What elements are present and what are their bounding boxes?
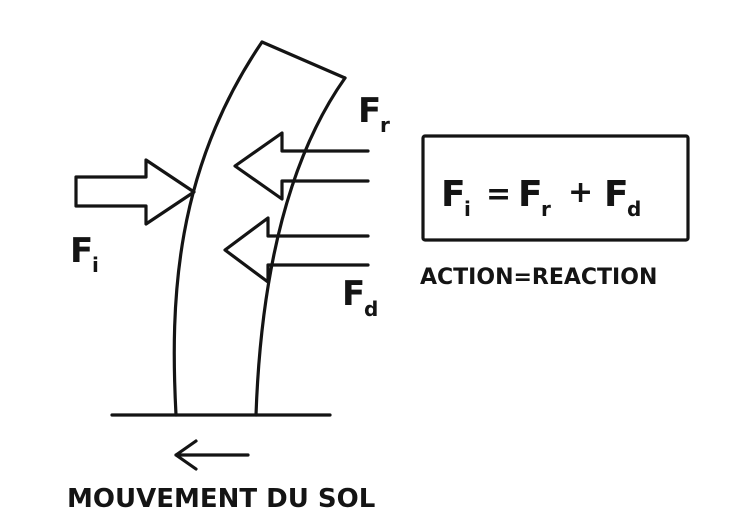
reaction-force-arrow — [233, 131, 370, 201]
damping-force-label: F — [342, 274, 365, 314]
damping-force-arrow — [223, 216, 370, 284]
action-reaction-caption: ACTION=REACTION — [420, 265, 657, 290]
damping-force-subscript: d — [364, 297, 378, 321]
incident-force-subscript: i — [92, 253, 99, 277]
structure-right-edge — [254, 76, 347, 417]
equation-term1-subscript: r — [541, 197, 551, 221]
reaction-force-subscript: r — [380, 113, 390, 137]
equation-equals: = — [486, 177, 511, 212]
ground-motion-caption: MOUVEMENT DU SOL — [67, 484, 375, 514]
equation-term1: F — [518, 174, 543, 215]
reaction-force-label: F — [358, 91, 381, 131]
equation-box — [421, 134, 690, 242]
equation-plus: + — [568, 175, 593, 210]
structure-top-edge — [260, 40, 347, 80]
ground-motion-arrow — [174, 439, 250, 471]
equation-lhs-subscript: i — [464, 197, 471, 221]
equation-term2-subscript: d — [627, 197, 641, 221]
equation-term2: F — [604, 174, 629, 215]
incident-force-arrow — [74, 158, 196, 226]
equation-lhs: F — [441, 174, 466, 215]
structure-left-edge — [172, 40, 264, 417]
incident-force-label: F — [70, 231, 93, 271]
